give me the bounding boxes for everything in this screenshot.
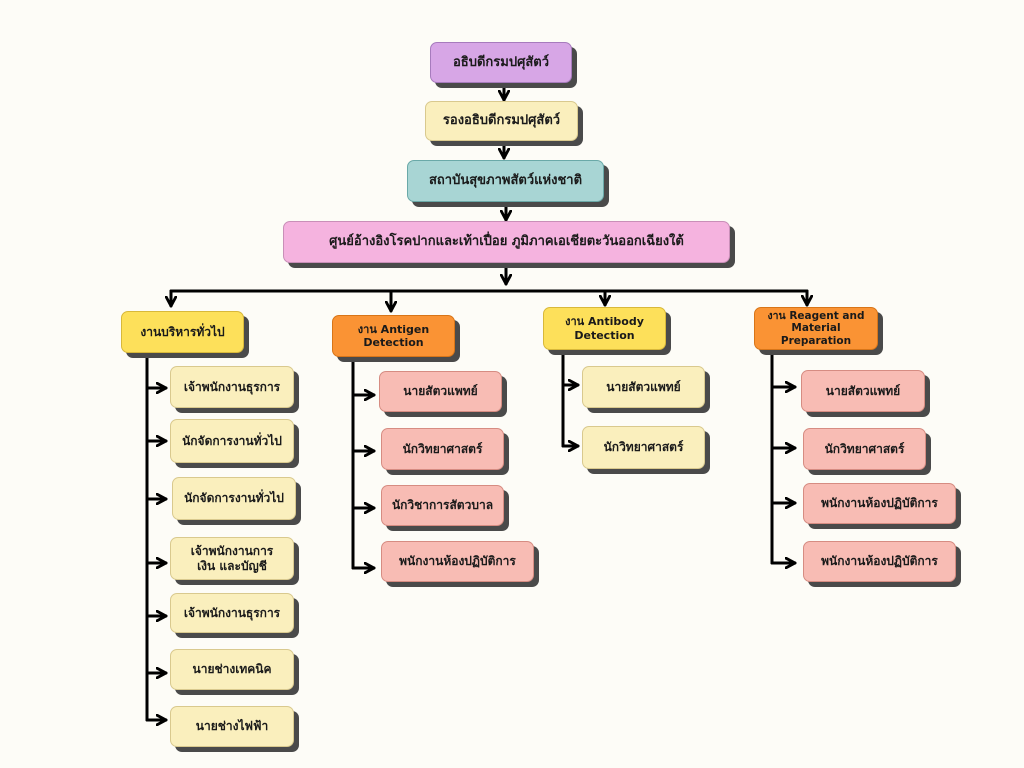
node-fmd-reference-center: ศูนย์อ้างอิงโรคปากและเท้าเปื่อย ภูมิภาคเ… — [283, 221, 730, 263]
staff-label: นักจัดการงานทั่วไป — [184, 491, 284, 506]
node-deputy-director-general: รองอธิบดีกรมปศุสัตว์ — [425, 101, 578, 141]
group-reagent-material-prep: งาน Reagent and Material Preparation — [754, 307, 878, 350]
node-director-general: อธิบดีกรมปศุสัตว์ — [430, 42, 572, 83]
staff-label: นักวิชาการสัตวบาล — [391, 498, 494, 513]
staff-box: นายสัตวแพทย์ — [801, 370, 925, 412]
staff-box: พนักงานห้องปฏิบัติการ — [381, 541, 534, 582]
group-label: งาน Reagent and Material Preparation — [767, 309, 865, 347]
staff-label: เจ้าพนักงานธุรการ — [183, 379, 281, 394]
node-label: สถาบันสุขภาพสัตว์แห่งชาติ — [428, 173, 583, 189]
group-label: งานบริหารทั่วไป — [140, 324, 225, 339]
group-label: งาน Antibody Detection — [565, 315, 644, 342]
staff-label: เจ้าพนักงานธุรการ — [183, 605, 281, 620]
staff-box: นายช่างไฟฟ้า — [170, 706, 294, 747]
node-national-institute: สถาบันสุขภาพสัตว์แห่งชาติ — [407, 160, 604, 202]
group-label: งาน Antigen Detection — [357, 322, 430, 349]
staff-label: นายสัตวแพทย์ — [825, 383, 901, 398]
staff-box: นายช่างเทคนิค — [170, 649, 294, 690]
staff-label: นายสัตวแพทย์ — [606, 379, 681, 394]
staff-box: นักวิทยาศาสตร์ — [381, 428, 504, 470]
staff-box: นักจัดการงานทั่วไป — [170, 419, 294, 463]
staff-box: พนักงานห้องปฏิบัติการ — [803, 541, 956, 582]
staff-box: เจ้าพนักงานการเงิน และบัญชี — [170, 537, 294, 580]
node-label: ศูนย์อ้างอิงโรคปากและเท้าเปื่อย ภูมิภาคเ… — [329, 234, 684, 250]
staff-box: นักวิชาการสัตวบาล — [381, 485, 504, 526]
staff-label: นายช่างเทคนิค — [192, 662, 272, 677]
group-antibody-detection: งาน Antibody Detection — [543, 307, 666, 350]
node-label: อธิบดีกรมปศุสัตว์ — [452, 54, 550, 70]
staff-box: นักจัดการงานทั่วไป — [172, 477, 296, 520]
staff-label: พนักงานห้องปฏิบัติการ — [821, 496, 938, 511]
staff-label: พนักงานห้องปฏิบัติการ — [821, 554, 938, 569]
staff-box: เจ้าพนักงานธุรการ — [170, 366, 294, 408]
staff-label: นักวิทยาศาสตร์ — [603, 440, 684, 455]
group-antigen-detection: งาน Antigen Detection — [332, 315, 455, 357]
staff-label: เจ้าพนักงานการเงิน และบัญชี — [190, 544, 274, 573]
staff-box: พนักงานห้องปฏิบัติการ — [803, 483, 956, 524]
staff-label: นายช่างไฟฟ้า — [195, 719, 269, 734]
staff-box: นายสัตวแพทย์ — [379, 371, 502, 412]
staff-label: นายสัตวแพทย์ — [403, 384, 478, 399]
staff-box: นายสัตวแพทย์ — [582, 366, 705, 408]
staff-label: นักวิทยาศาสตร์ — [824, 441, 905, 456]
staff-box: นักวิทยาศาสตร์ — [803, 428, 926, 470]
node-label: รองอธิบดีกรมปศุสัตว์ — [442, 113, 561, 129]
group-general-admin: งานบริหารทั่วไป — [121, 311, 244, 353]
staff-label: พนักงานห้องปฏิบัติการ — [399, 554, 516, 569]
staff-box: นักวิทยาศาสตร์ — [582, 426, 705, 469]
staff-box: เจ้าพนักงานธุรการ — [170, 593, 294, 633]
staff-label: นักจัดการงานทั่วไป — [182, 433, 282, 448]
staff-label: นักวิทยาศาสตร์ — [402, 441, 483, 456]
